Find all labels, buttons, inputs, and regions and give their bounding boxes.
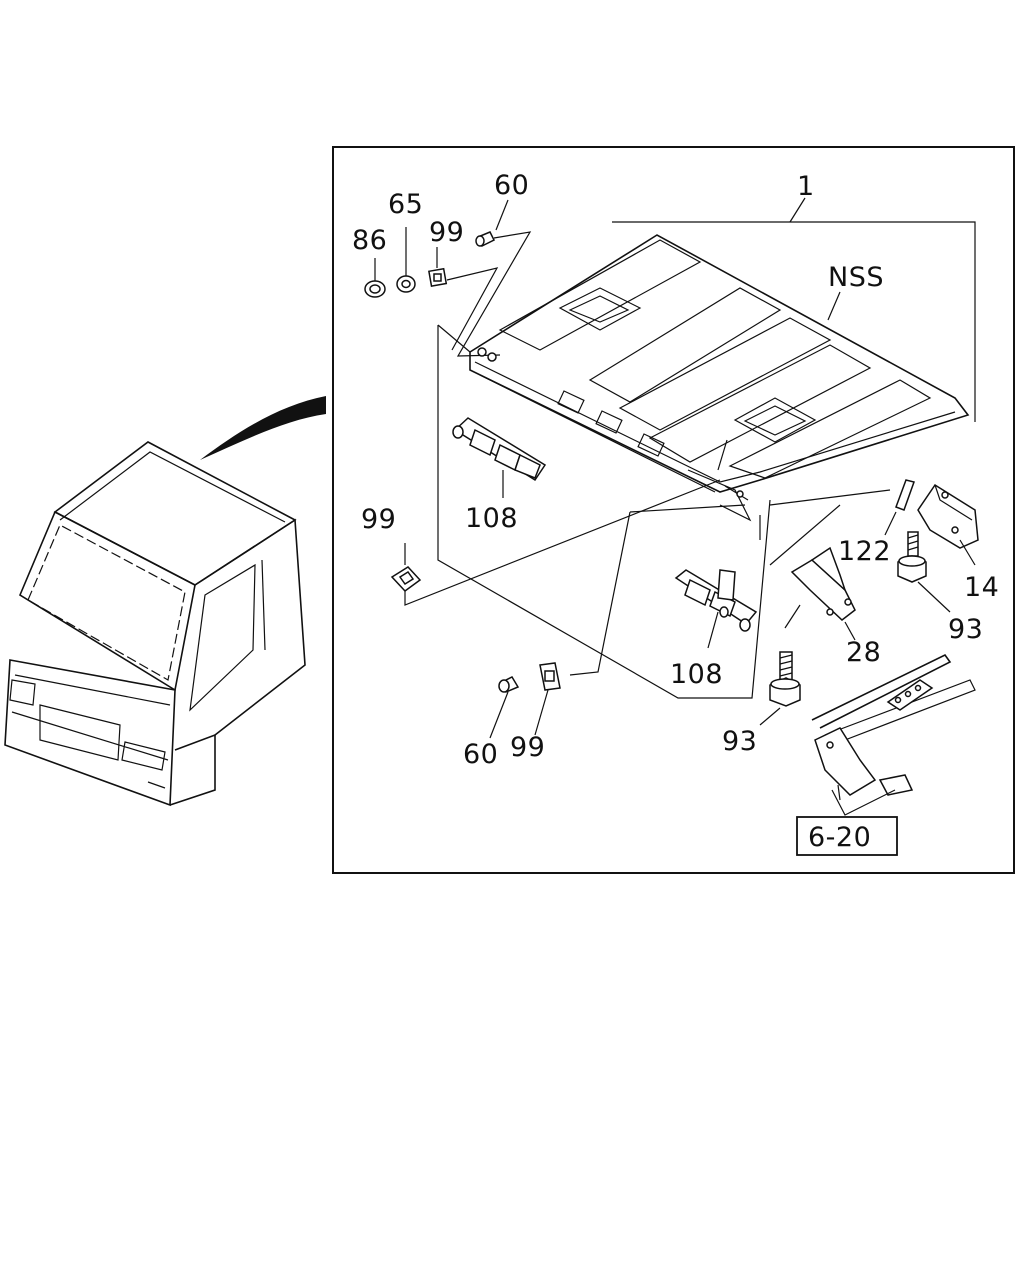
truck-cab-overview [4, 396, 326, 807]
part-99-clip-top [428, 267, 448, 287]
callout-99-bottom: 99 [510, 732, 545, 763]
callout-93-bottom: 93 [722, 726, 757, 757]
part-93-bolt-right [897, 531, 927, 583]
callout-60-bottom: 60 [463, 739, 498, 770]
part-99-clip-left [390, 566, 422, 592]
detail-frame [332, 146, 1015, 874]
cowl-reference-part [811, 653, 976, 816]
part-86-nut [364, 280, 386, 298]
part-99-clip-bottom [539, 662, 561, 691]
part-60-grommet-bottom [498, 676, 520, 693]
callout-99-top: 99 [429, 217, 464, 248]
callout-86: 86 [352, 225, 387, 256]
callout-60-top: 60 [494, 170, 529, 201]
callout-122: 122 [838, 536, 891, 567]
part-65-washer [396, 275, 416, 293]
part-14-bracket [917, 483, 979, 549]
callout-108-mid: 108 [670, 659, 723, 690]
part-122-strip [895, 479, 915, 511]
part-60-grommet-top [475, 231, 496, 248]
reference-box[interactable]: 6-20 [796, 816, 898, 856]
part-108-bracket-mid [674, 569, 758, 632]
callout-28: 28 [846, 637, 881, 668]
roof-panel [437, 221, 976, 699]
callout-14: 14 [964, 572, 999, 603]
callout-99-left: 99 [361, 504, 396, 535]
part-93-bolt-bottom [769, 651, 801, 707]
callout-nss: NSS [828, 262, 884, 293]
callout-65: 65 [388, 189, 423, 220]
callout-1: 1 [797, 171, 815, 202]
reference-label: 6-20 [808, 822, 871, 853]
callout-108-left: 108 [465, 503, 518, 534]
callout-93-right: 93 [948, 614, 983, 645]
part-108-bracket-left [452, 417, 547, 482]
pointer-arrow [200, 396, 326, 460]
part-28-bracket [790, 546, 856, 621]
